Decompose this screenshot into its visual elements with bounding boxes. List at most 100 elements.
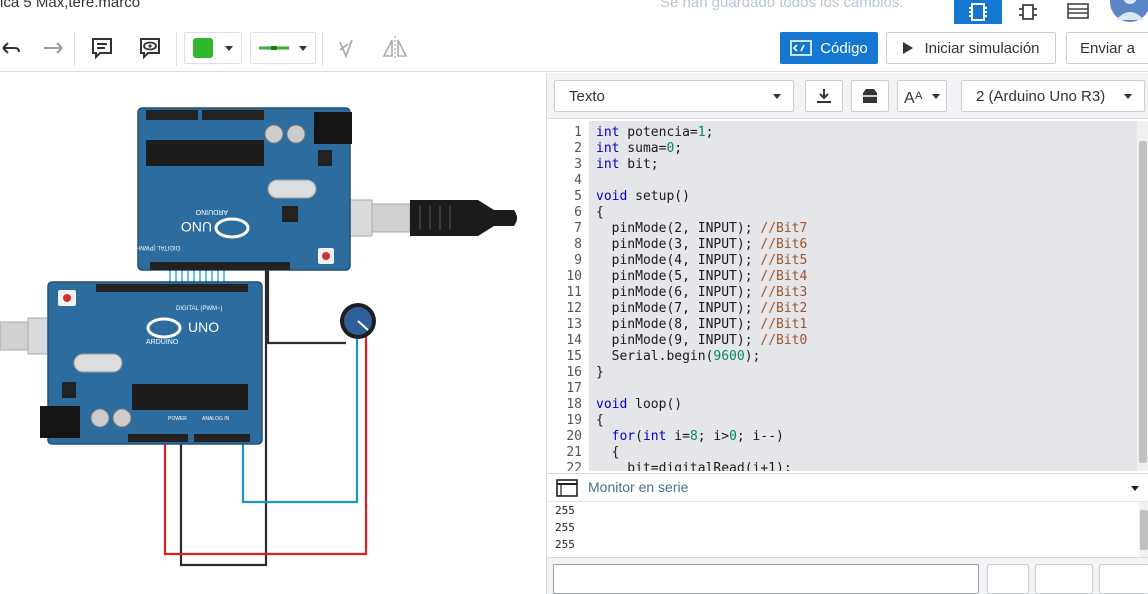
graph-serial-button[interactable] (1099, 564, 1148, 594)
monitor-scrollbar[interactable] (1139, 502, 1148, 558)
rotate-button[interactable] (330, 32, 362, 64)
line-number: 19 (566, 413, 582, 428)
font-size-icon: A A (904, 90, 923, 105)
notes-button[interactable] (86, 32, 118, 64)
line-number: 10 (566, 269, 582, 284)
circuit-canvas[interactable]: UNO ARDUINO DIGITAL (PWM~) UNO ARDUINO D… (0, 73, 546, 594)
device-select[interactable]: 2 (Arduino Uno R3) (961, 80, 1145, 112)
undo-icon (2, 42, 20, 54)
code-line[interactable]: for(int i=8; i>0; i--) (596, 429, 784, 445)
component-list-button[interactable] (1054, 0, 1102, 24)
clear-serial-button[interactable] (1035, 564, 1093, 594)
svg-text:A: A (904, 90, 915, 105)
flip-button[interactable] (378, 32, 412, 64)
code-token: //Bit2 (760, 301, 808, 316)
code-line[interactable]: pinMode(8, INPUT); //Bit1 (596, 317, 808, 333)
serial-monitor-bar[interactable]: Monitor en serie (547, 473, 1148, 501)
toolbar: Código Iniciar simulación Enviar a (0, 24, 1148, 72)
start-simulation-button[interactable]: Iniciar simulación (886, 32, 1056, 64)
code-mode-select[interactable]: Texto (554, 80, 794, 112)
serial-monitor-output: 255 255 255 (547, 501, 1148, 558)
code-token: 9600 (713, 349, 745, 364)
code-line[interactable]: int bit; (596, 157, 659, 173)
code-token (596, 429, 612, 444)
code-line[interactable]: void setup() (596, 189, 690, 205)
editor-scrollbar[interactable] (1137, 121, 1148, 471)
code-line[interactable]: pinMode(5, INPUT); //Bit4 (596, 269, 808, 285)
code-token: bit=digitalRead(i+1); (596, 461, 792, 471)
code-line[interactable]: pinMode(4, INPUT); //Bit5 (596, 253, 808, 269)
wire-blue-a0 (241, 336, 359, 504)
editor-scrollbar-thumb[interactable] (1139, 141, 1147, 463)
chevron-down-icon[interactable] (1131, 486, 1139, 491)
rotate-icon (339, 39, 353, 59)
arduino-board-bottom[interactable]: UNO ARDUINO DIGITAL (PWM~) POWER ANALOG … (40, 281, 263, 445)
line-number: 21 (566, 445, 582, 460)
wire-style-picker[interactable] (250, 32, 316, 64)
code-token: pinMode(8, INPUT); (596, 317, 761, 332)
line-number: 15 (566, 349, 582, 364)
code-line[interactable]: pinMode(7, INPUT); //Bit2 (596, 301, 808, 317)
code-token: setup() (627, 189, 690, 204)
svg-text:A: A (915, 90, 923, 102)
line-number: 9 (574, 253, 582, 268)
line-number: 1 (574, 125, 582, 140)
code-token: } (596, 365, 604, 380)
library-box-icon (863, 89, 877, 103)
line-number: 8 (574, 237, 582, 252)
undo-button[interactable] (0, 32, 22, 64)
fill-color-picker[interactable] (184, 32, 242, 64)
code-button[interactable]: Código (780, 32, 878, 64)
schematic-view-button[interactable] (1004, 0, 1052, 24)
document-title[interactable]: ica 5 Max,tere.marco (0, 0, 141, 11)
code-line[interactable]: pinMode(6, INPUT); //Bit3 (596, 285, 808, 301)
line-number: 3 (574, 157, 582, 172)
serial-input-field[interactable] (553, 564, 979, 594)
code-token: //Bit5 (760, 253, 808, 268)
code-line[interactable]: bit=digitalRead(i+1); (596, 461, 792, 471)
download-code-button[interactable] (805, 80, 843, 112)
code-token: 0 (666, 141, 675, 156)
potentiometer[interactable] (340, 303, 376, 339)
user-avatar[interactable] (1106, 0, 1148, 24)
code-token: ; i> (697, 429, 730, 444)
code-token: potencia= (619, 125, 698, 140)
code-line[interactable]: { (596, 445, 620, 461)
code-line[interactable]: int potencia=1; (596, 125, 713, 141)
send-to-button[interactable]: Enviar a (1066, 32, 1148, 64)
code-line[interactable]: pinMode(2, INPUT); //Bit7 (596, 221, 808, 237)
code-line[interactable]: int suma=0; (596, 141, 682, 157)
monitor-output-line: 255 (555, 521, 575, 534)
download-icon (817, 89, 831, 103)
code-line[interactable]: Serial.begin(9600); (596, 349, 761, 365)
code-token: pinMode(9, INPUT); (596, 333, 761, 348)
code-line[interactable]: { (596, 205, 604, 221)
note-icon (92, 38, 112, 60)
mirror-icon (382, 36, 408, 60)
view-notes-button[interactable] (134, 32, 166, 64)
code-token: i= (666, 429, 690, 444)
code-token: pinMode(6, INPUT); (596, 285, 761, 300)
monitor-scrollbar-thumb[interactable] (1140, 510, 1148, 550)
monitor-window-icon (556, 479, 578, 497)
code-token: pinMode(5, INPUT); (596, 269, 761, 284)
code-line[interactable]: { (596, 413, 604, 429)
arduino-board-top[interactable]: UNO ARDUINO DIGITAL (PWM~) (133, 107, 352, 271)
code-token: //Bit1 (760, 317, 808, 332)
line-number: 7 (574, 221, 582, 236)
code-line[interactable]: pinMode(9, INPUT); //Bit0 (596, 333, 808, 349)
font-size-button[interactable]: A A (897, 80, 947, 112)
circuit-drawing: UNO ARDUINO DIGITAL (PWM~) UNO ARDUINO D… (0, 107, 517, 567)
code-line[interactable]: pinMode(3, INPUT); //Bit6 (596, 237, 808, 253)
start-simulation-label: Iniciar simulación (924, 39, 1040, 57)
send-serial-button[interactable] (987, 564, 1029, 594)
libraries-button[interactable] (851, 80, 889, 112)
code-token: pinMode(3, INPUT); (596, 237, 761, 252)
code-line[interactable]: } (596, 365, 604, 381)
code-line[interactable]: void loop() (596, 397, 682, 413)
circuit-view-button[interactable] (954, 0, 1002, 24)
redo-button[interactable] (40, 32, 66, 64)
code-token: ); (744, 349, 761, 364)
